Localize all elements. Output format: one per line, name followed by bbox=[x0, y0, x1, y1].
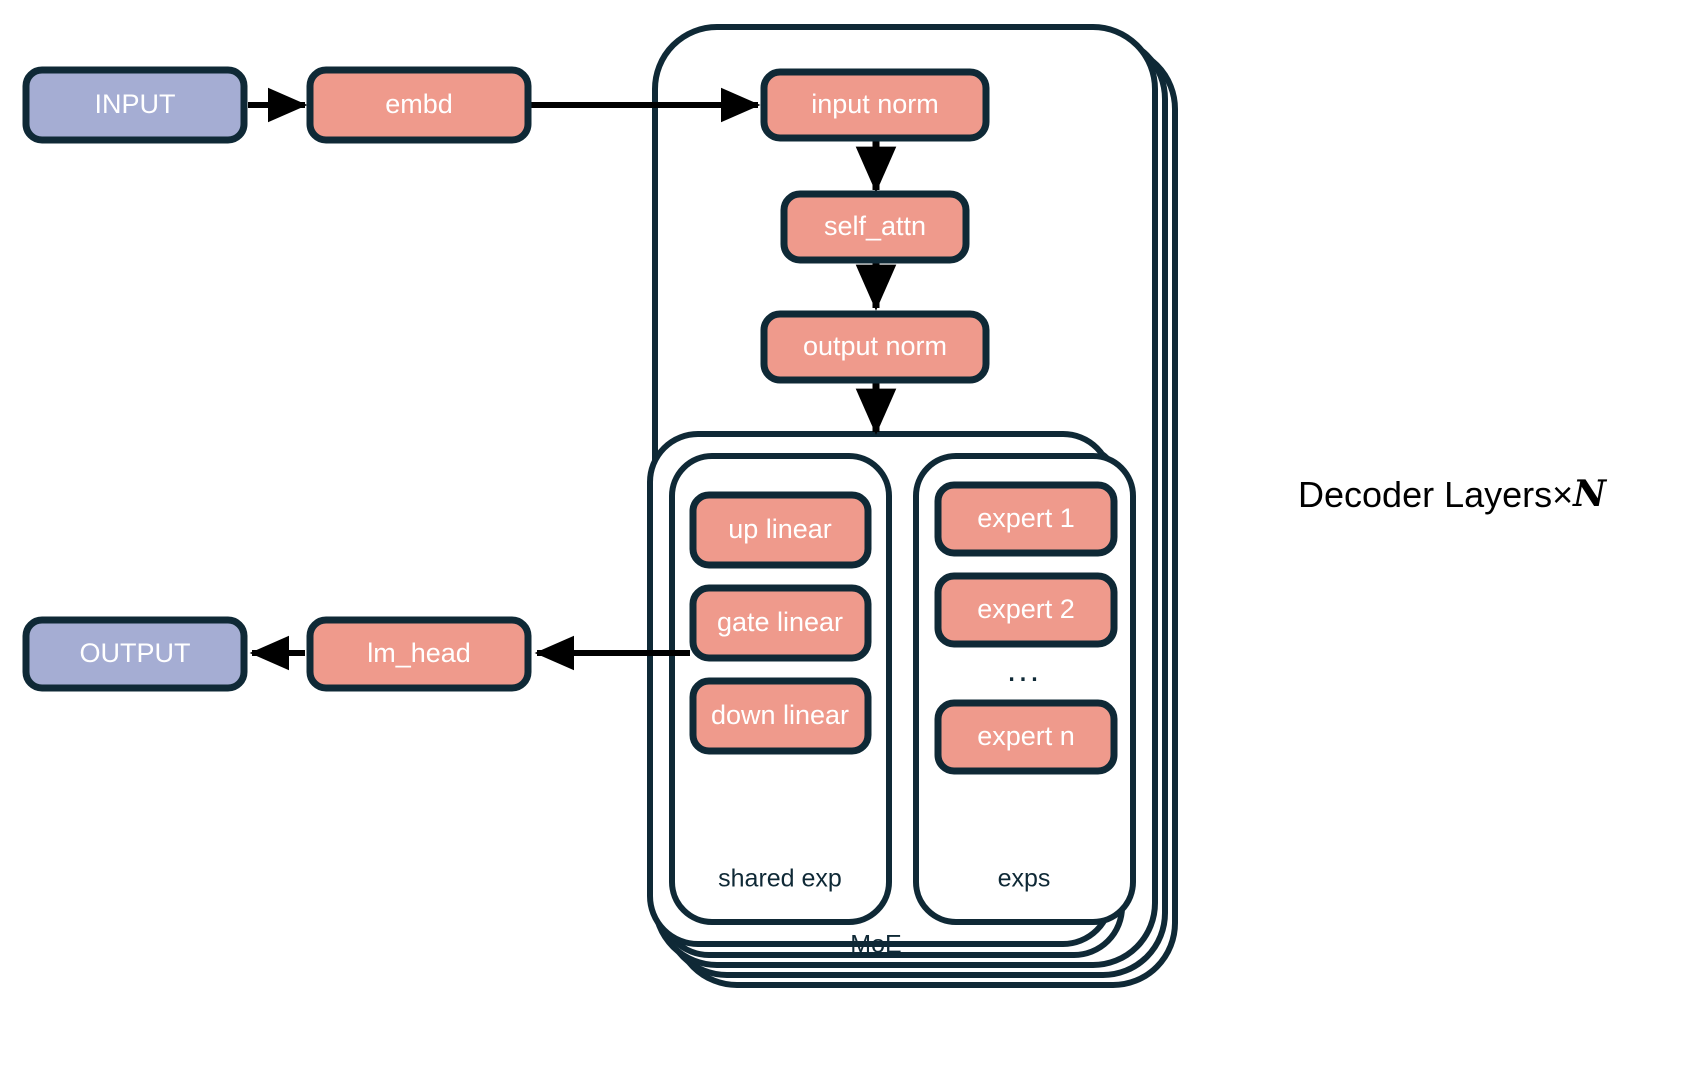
connectors bbox=[248, 87, 897, 671]
node-input-label: INPUT bbox=[95, 89, 176, 119]
node-up-linear-box[interactable] bbox=[689, 491, 872, 569]
node-down-linear-box[interactable] bbox=[689, 677, 872, 755]
node-gate-linear-label: gate linear bbox=[717, 607, 843, 637]
node-expert-n-box[interactable] bbox=[934, 699, 1118, 775]
node-output-norm-box[interactable] bbox=[760, 310, 990, 384]
decoder-layers-annotation-var: N bbox=[1572, 473, 1608, 515]
node-lm-head[interactable]: lm_head bbox=[306, 616, 532, 692]
node-input-norm-label: input norm bbox=[811, 89, 939, 119]
shared-exp-label: shared exp bbox=[718, 865, 842, 893]
node-down-linear-label: down linear bbox=[711, 700, 849, 730]
node-expert-2[interactable]: expert 2 bbox=[934, 572, 1118, 648]
node-output[interactable]: OUTPUT bbox=[22, 616, 248, 692]
node-up-linear-label: up linear bbox=[728, 514, 832, 544]
node-output-box[interactable] bbox=[22, 616, 248, 692]
node-expert-2-box[interactable] bbox=[934, 572, 1118, 648]
node-expert-1-label: expert 1 bbox=[977, 503, 1075, 533]
node-gate-linear-box[interactable] bbox=[689, 584, 872, 662]
node-embd-label: embd bbox=[385, 89, 453, 119]
node-up-linear[interactable]: up linear bbox=[689, 491, 872, 569]
node-lm-head-label: lm_head bbox=[367, 638, 471, 668]
decoder-layers-annotation-prefix: Decoder Layers× bbox=[1298, 474, 1573, 515]
decoder-layers-annotation: Decoder Layers×N bbox=[1298, 473, 1608, 515]
node-input-norm[interactable]: input norm bbox=[760, 68, 990, 142]
node-expert-1-box[interactable] bbox=[934, 481, 1118, 557]
moe-label: MoE bbox=[850, 931, 901, 959]
node-expert-2-label: expert 2 bbox=[977, 594, 1075, 624]
node-lm-head-box[interactable] bbox=[306, 616, 532, 692]
node-expert-n[interactable]: expert n bbox=[934, 699, 1118, 775]
node-embd[interactable]: embd bbox=[306, 66, 532, 144]
node-input-box[interactable] bbox=[22, 66, 248, 144]
node-embd-box[interactable] bbox=[306, 66, 532, 144]
node-output-norm-label: output norm bbox=[803, 331, 947, 361]
exps-label: exps bbox=[998, 865, 1051, 893]
node-self-attn-box[interactable] bbox=[780, 190, 970, 264]
node-down-linear[interactable]: down linear bbox=[689, 677, 872, 755]
node-output-label: OUTPUT bbox=[80, 638, 191, 668]
node-input-norm-box[interactable] bbox=[760, 68, 990, 142]
node-self-attn-label: self_attn bbox=[824, 211, 926, 241]
node-input[interactable]: INPUT bbox=[22, 66, 248, 144]
node-output-norm[interactable]: output norm bbox=[760, 310, 990, 384]
experts-ellipsis: ... bbox=[1007, 651, 1041, 689]
node-expert-1[interactable]: expert 1 bbox=[934, 481, 1118, 557]
node-expert-n-label: expert n bbox=[977, 721, 1075, 751]
node-self-attn[interactable]: self_attn bbox=[780, 190, 970, 264]
node-gate-linear[interactable]: gate linear bbox=[689, 584, 872, 662]
